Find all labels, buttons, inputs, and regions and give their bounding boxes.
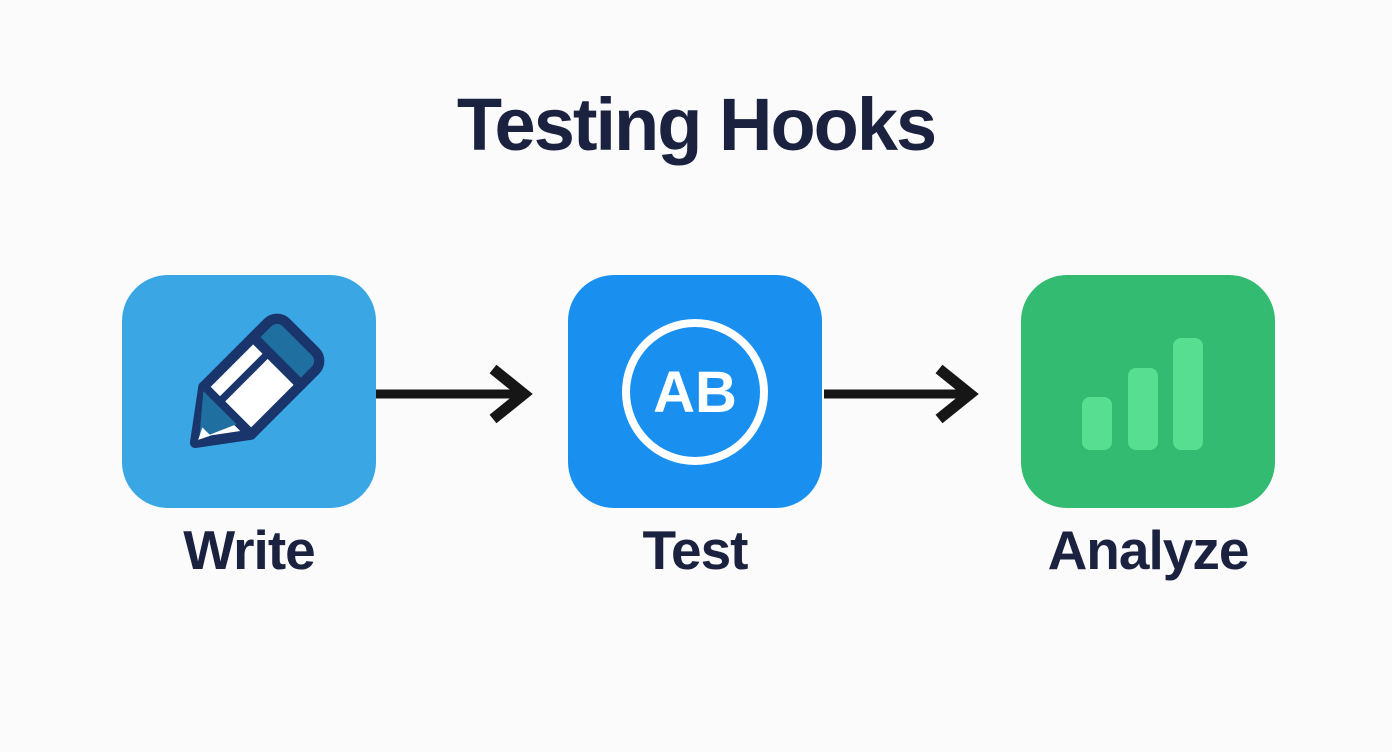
bar-chart-icon-bar-large — [1173, 338, 1203, 450]
right-arrow-icon — [374, 358, 552, 430]
right-arrow-icon — [820, 358, 998, 430]
ab-test-icon: AB — [622, 318, 768, 465]
pencil-icon — [161, 301, 337, 482]
page-title: Testing Hooks — [456, 83, 937, 166]
step-card-test: AB — [568, 275, 822, 508]
step-card-analyze — [1021, 275, 1275, 508]
bar-chart-icon-bar-small — [1082, 397, 1112, 450]
bar-chart-icon-bar-medium — [1128, 368, 1158, 450]
step-card-write — [122, 275, 376, 508]
step-label-write: Write — [183, 519, 316, 581]
step-label-analyze: Analyze — [1047, 519, 1250, 581]
bar-chart-icon — [1021, 275, 1275, 508]
step-label-test: Test — [642, 519, 748, 581]
ab-test-icon-text: AB — [653, 359, 737, 425]
